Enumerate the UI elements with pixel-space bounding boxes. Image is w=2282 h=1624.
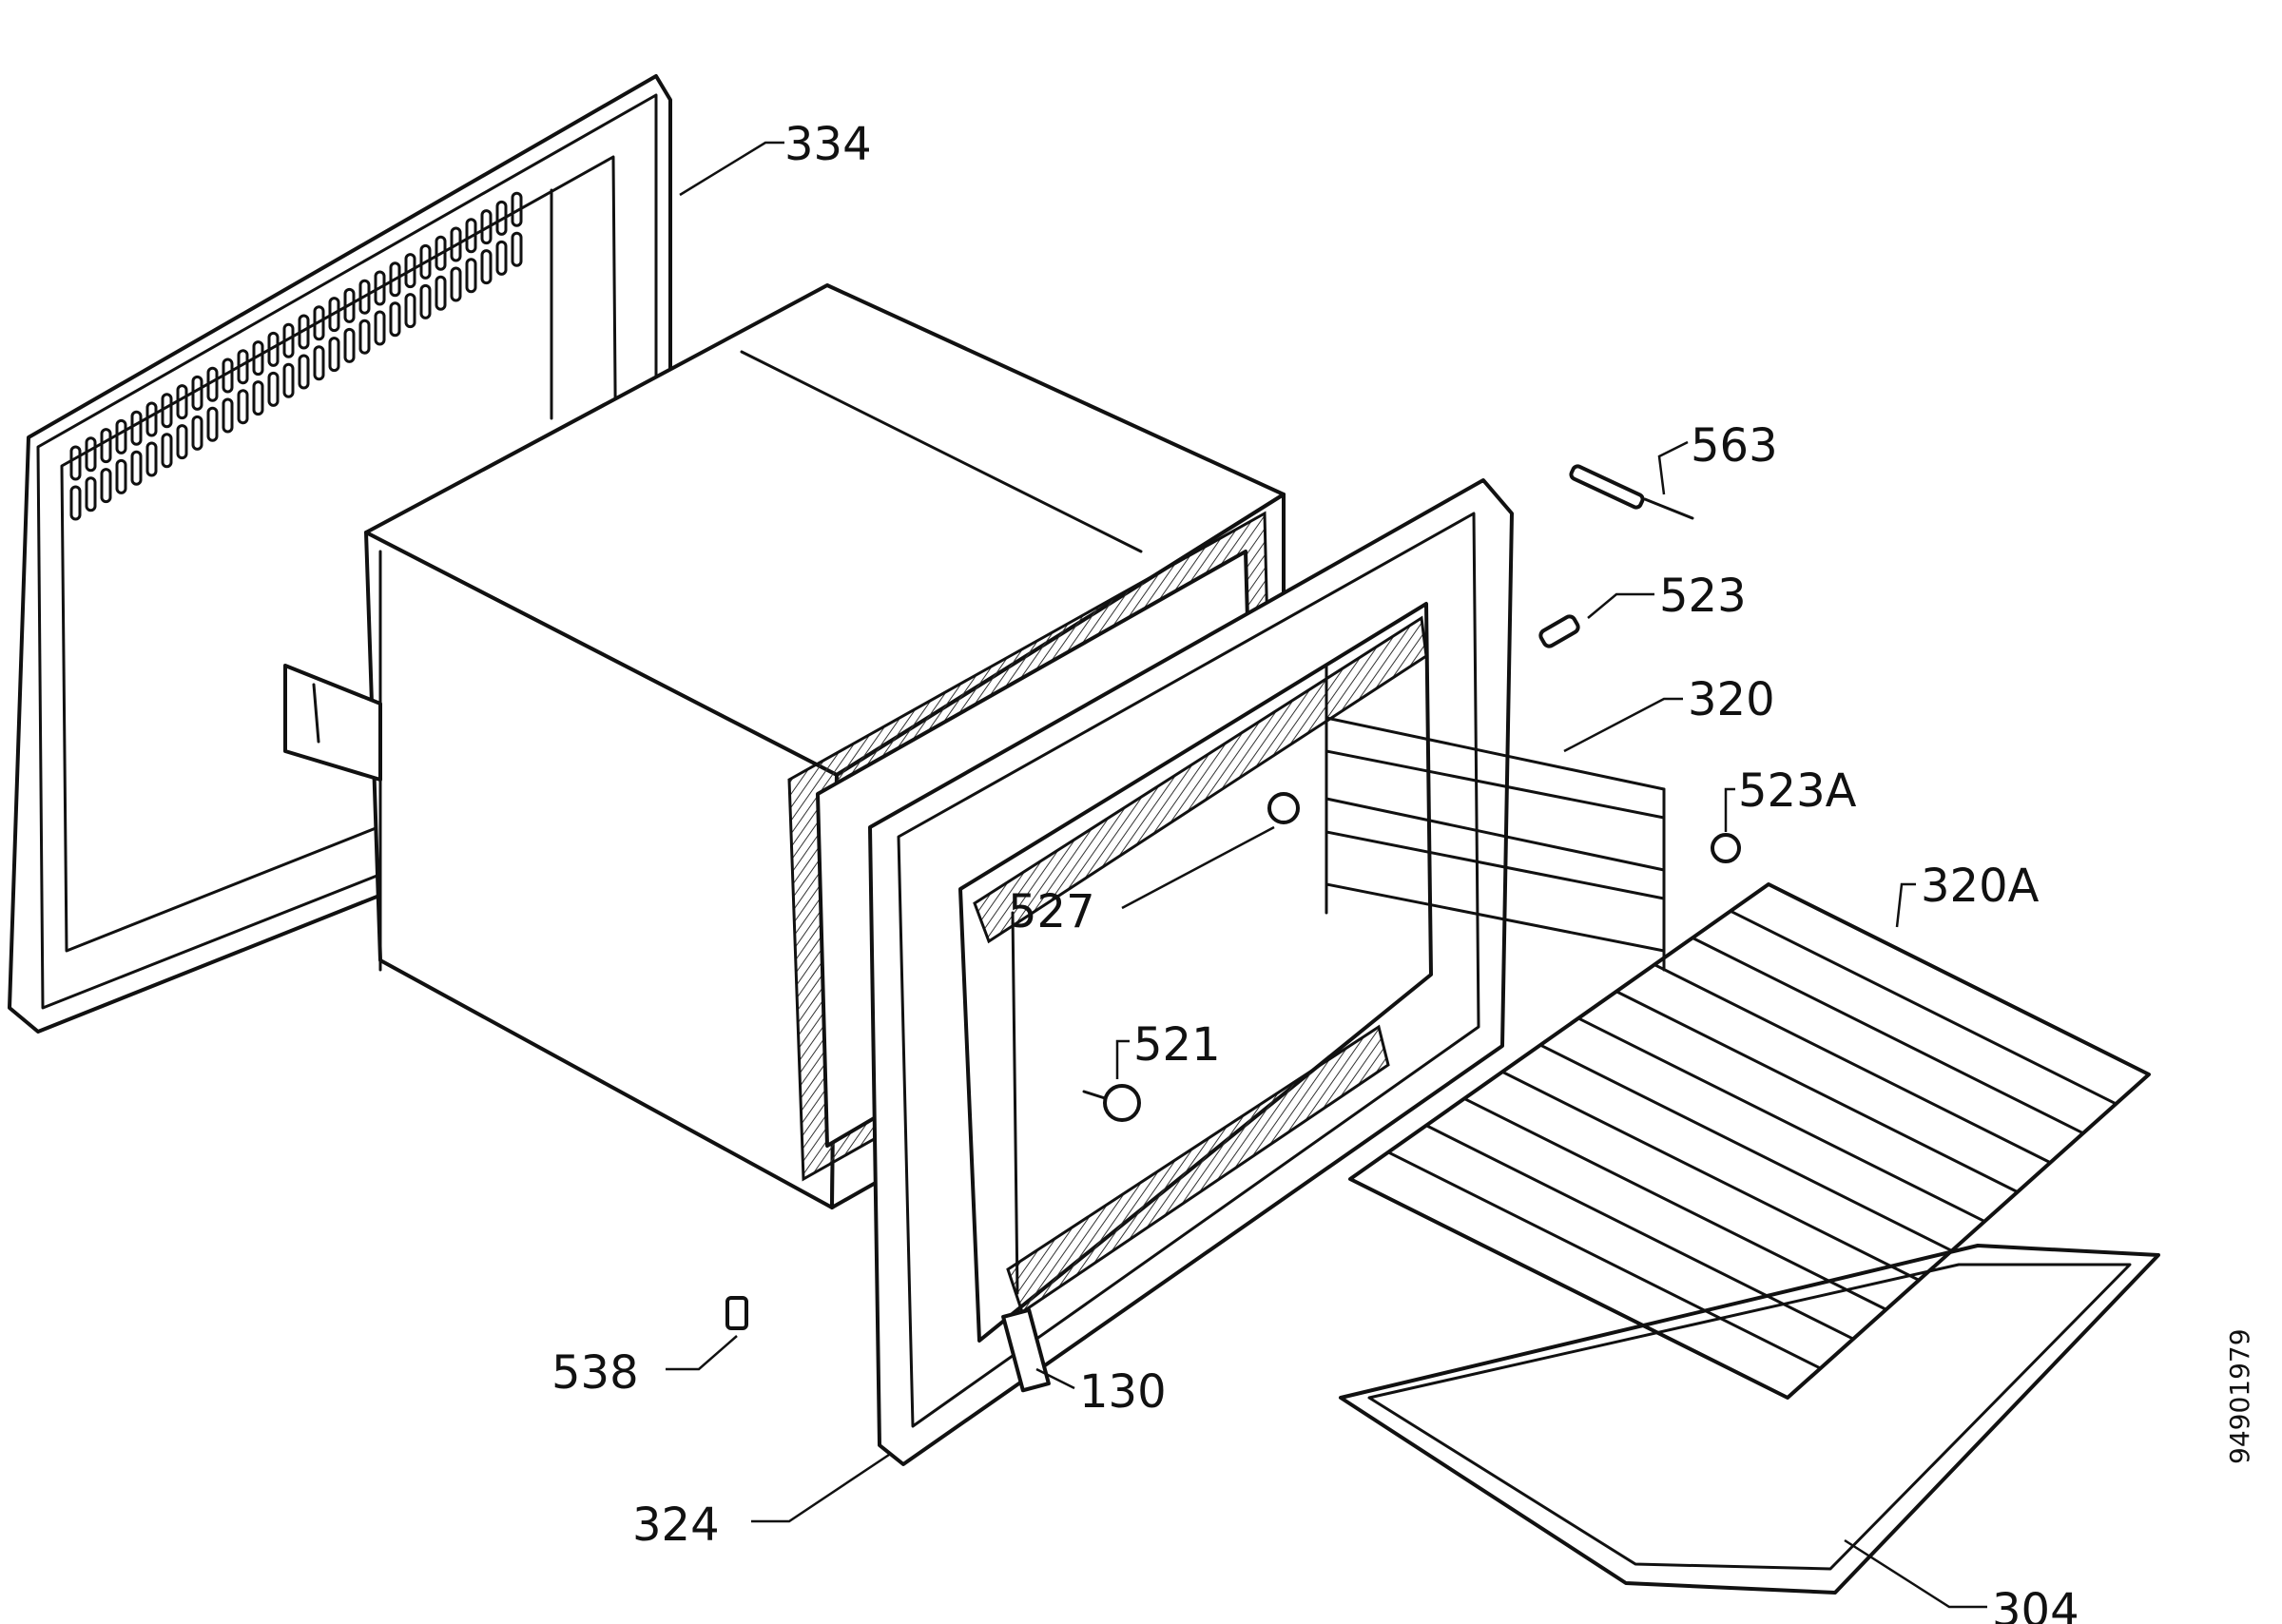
- vent-slot: [191, 415, 203, 451]
- vent-slot: [267, 331, 280, 367]
- vent-slot: [511, 231, 523, 267]
- callout-527: 527: [1008, 885, 1095, 938]
- drawing-reference-number: 94901979: [2224, 1328, 2255, 1464]
- vent-slot: [328, 337, 340, 373]
- shelf-wire: [1615, 990, 2020, 1194]
- shelf-wire: [1424, 1124, 1855, 1341]
- callout-320a: 320A: [1921, 860, 2040, 913]
- vent-slot: [69, 485, 82, 521]
- vent-slot: [267, 371, 280, 407]
- vent-slot: [343, 287, 356, 323]
- vent-slot: [176, 384, 188, 420]
- shelf-wire: [1538, 1043, 1954, 1252]
- shelf-wire: [1729, 909, 2118, 1106]
- clip-538: [725, 1296, 748, 1330]
- callout-130: 130: [1079, 1365, 1167, 1419]
- vent-slot: [115, 418, 127, 454]
- vent-slot: [85, 476, 97, 512]
- callout-538: 538: [551, 1346, 639, 1400]
- vent-slot: [435, 275, 447, 311]
- vent-slot-array: [69, 191, 523, 521]
- vent-slot: [237, 389, 249, 425]
- vent-slot: [115, 458, 127, 494]
- vent-slot: [252, 340, 264, 377]
- lamp-holder-523: [1538, 614, 1580, 648]
- vent-slot: [130, 410, 143, 446]
- vent-slot: [282, 322, 295, 358]
- vent-slot: [419, 243, 432, 280]
- vent-slot: [343, 327, 356, 363]
- vent-slot: [298, 354, 310, 390]
- vent-slot: [389, 301, 401, 338]
- vent-slot: [145, 401, 158, 437]
- vent-slot: [450, 226, 462, 262]
- vent-slot: [328, 297, 340, 333]
- vent-slot: [495, 240, 508, 276]
- vent-slot: [206, 406, 219, 442]
- vent-slot: [313, 305, 325, 341]
- vent-slot: [298, 314, 310, 350]
- front-frame-324: [868, 478, 1514, 1466]
- vent-slot: [100, 428, 112, 464]
- vent-slot: [206, 366, 219, 402]
- cap-523a: [1711, 833, 1741, 863]
- callout-563: 563: [1691, 419, 1778, 473]
- knob-521: [1082, 1084, 1141, 1122]
- vent-slot: [161, 433, 173, 469]
- vent-slot: [404, 293, 416, 329]
- vent-slot: [404, 253, 416, 289]
- vent-slot: [389, 261, 401, 298]
- vent-slot: [222, 397, 234, 434]
- vent-slot: [358, 279, 371, 315]
- shelf-wire: [1576, 1016, 1986, 1224]
- callout-320: 320: [1688, 673, 1775, 726]
- leader-lines: [666, 141, 1987, 1609]
- shelf-wire: [1462, 1096, 1888, 1311]
- vent-slot: [450, 266, 462, 302]
- vent-slot: [465, 258, 477, 294]
- callout-334: 334: [784, 118, 872, 171]
- callout-523: 523: [1659, 570, 1747, 623]
- shelf-wire: [1500, 1070, 1921, 1282]
- vent-slot: [419, 283, 432, 319]
- callout-523a: 523A: [1738, 764, 1857, 818]
- vent-slot: [358, 319, 371, 355]
- shelf-wire: [1386, 1150, 1823, 1370]
- shelf-wire: [1767, 882, 2151, 1076]
- shelf-wire: [1348, 1177, 1789, 1400]
- vent-slot: [130, 450, 143, 486]
- shelf-wire: [1653, 963, 2052, 1165]
- vent-slot: [465, 218, 477, 254]
- vent-slot: [480, 249, 493, 285]
- shelf-wire: [1691, 936, 2085, 1135]
- vent-slot: [282, 362, 295, 398]
- vent-slot: [145, 441, 158, 477]
- callout-521: 521: [1133, 1018, 1221, 1072]
- vent-slot: [100, 468, 112, 504]
- callout-304: 304: [1992, 1584, 2079, 1624]
- thermostat-probe-563: [1569, 464, 1694, 520]
- vent-slot: [237, 349, 249, 385]
- baking-tray-304: [1339, 1244, 2160, 1595]
- lamp-527: [1267, 792, 1300, 824]
- callout-324: 324: [632, 1498, 720, 1552]
- vent-slot: [222, 358, 234, 394]
- vent-slot: [69, 445, 82, 481]
- shelf-runner-320: [1325, 664, 1666, 972]
- vent-slot: [374, 270, 386, 306]
- vent-slot: [252, 380, 264, 416]
- vent-slot: [495, 200, 508, 236]
- vent-slot: [191, 375, 203, 411]
- vent-slot: [85, 436, 97, 473]
- vent-slot: [511, 191, 523, 227]
- vent-slot: [176, 424, 188, 460]
- vent-slot: [161, 393, 173, 429]
- vent-slot: [374, 310, 386, 346]
- vent-slot: [480, 209, 493, 245]
- vent-slot: [313, 345, 325, 381]
- vent-slot: [435, 235, 447, 271]
